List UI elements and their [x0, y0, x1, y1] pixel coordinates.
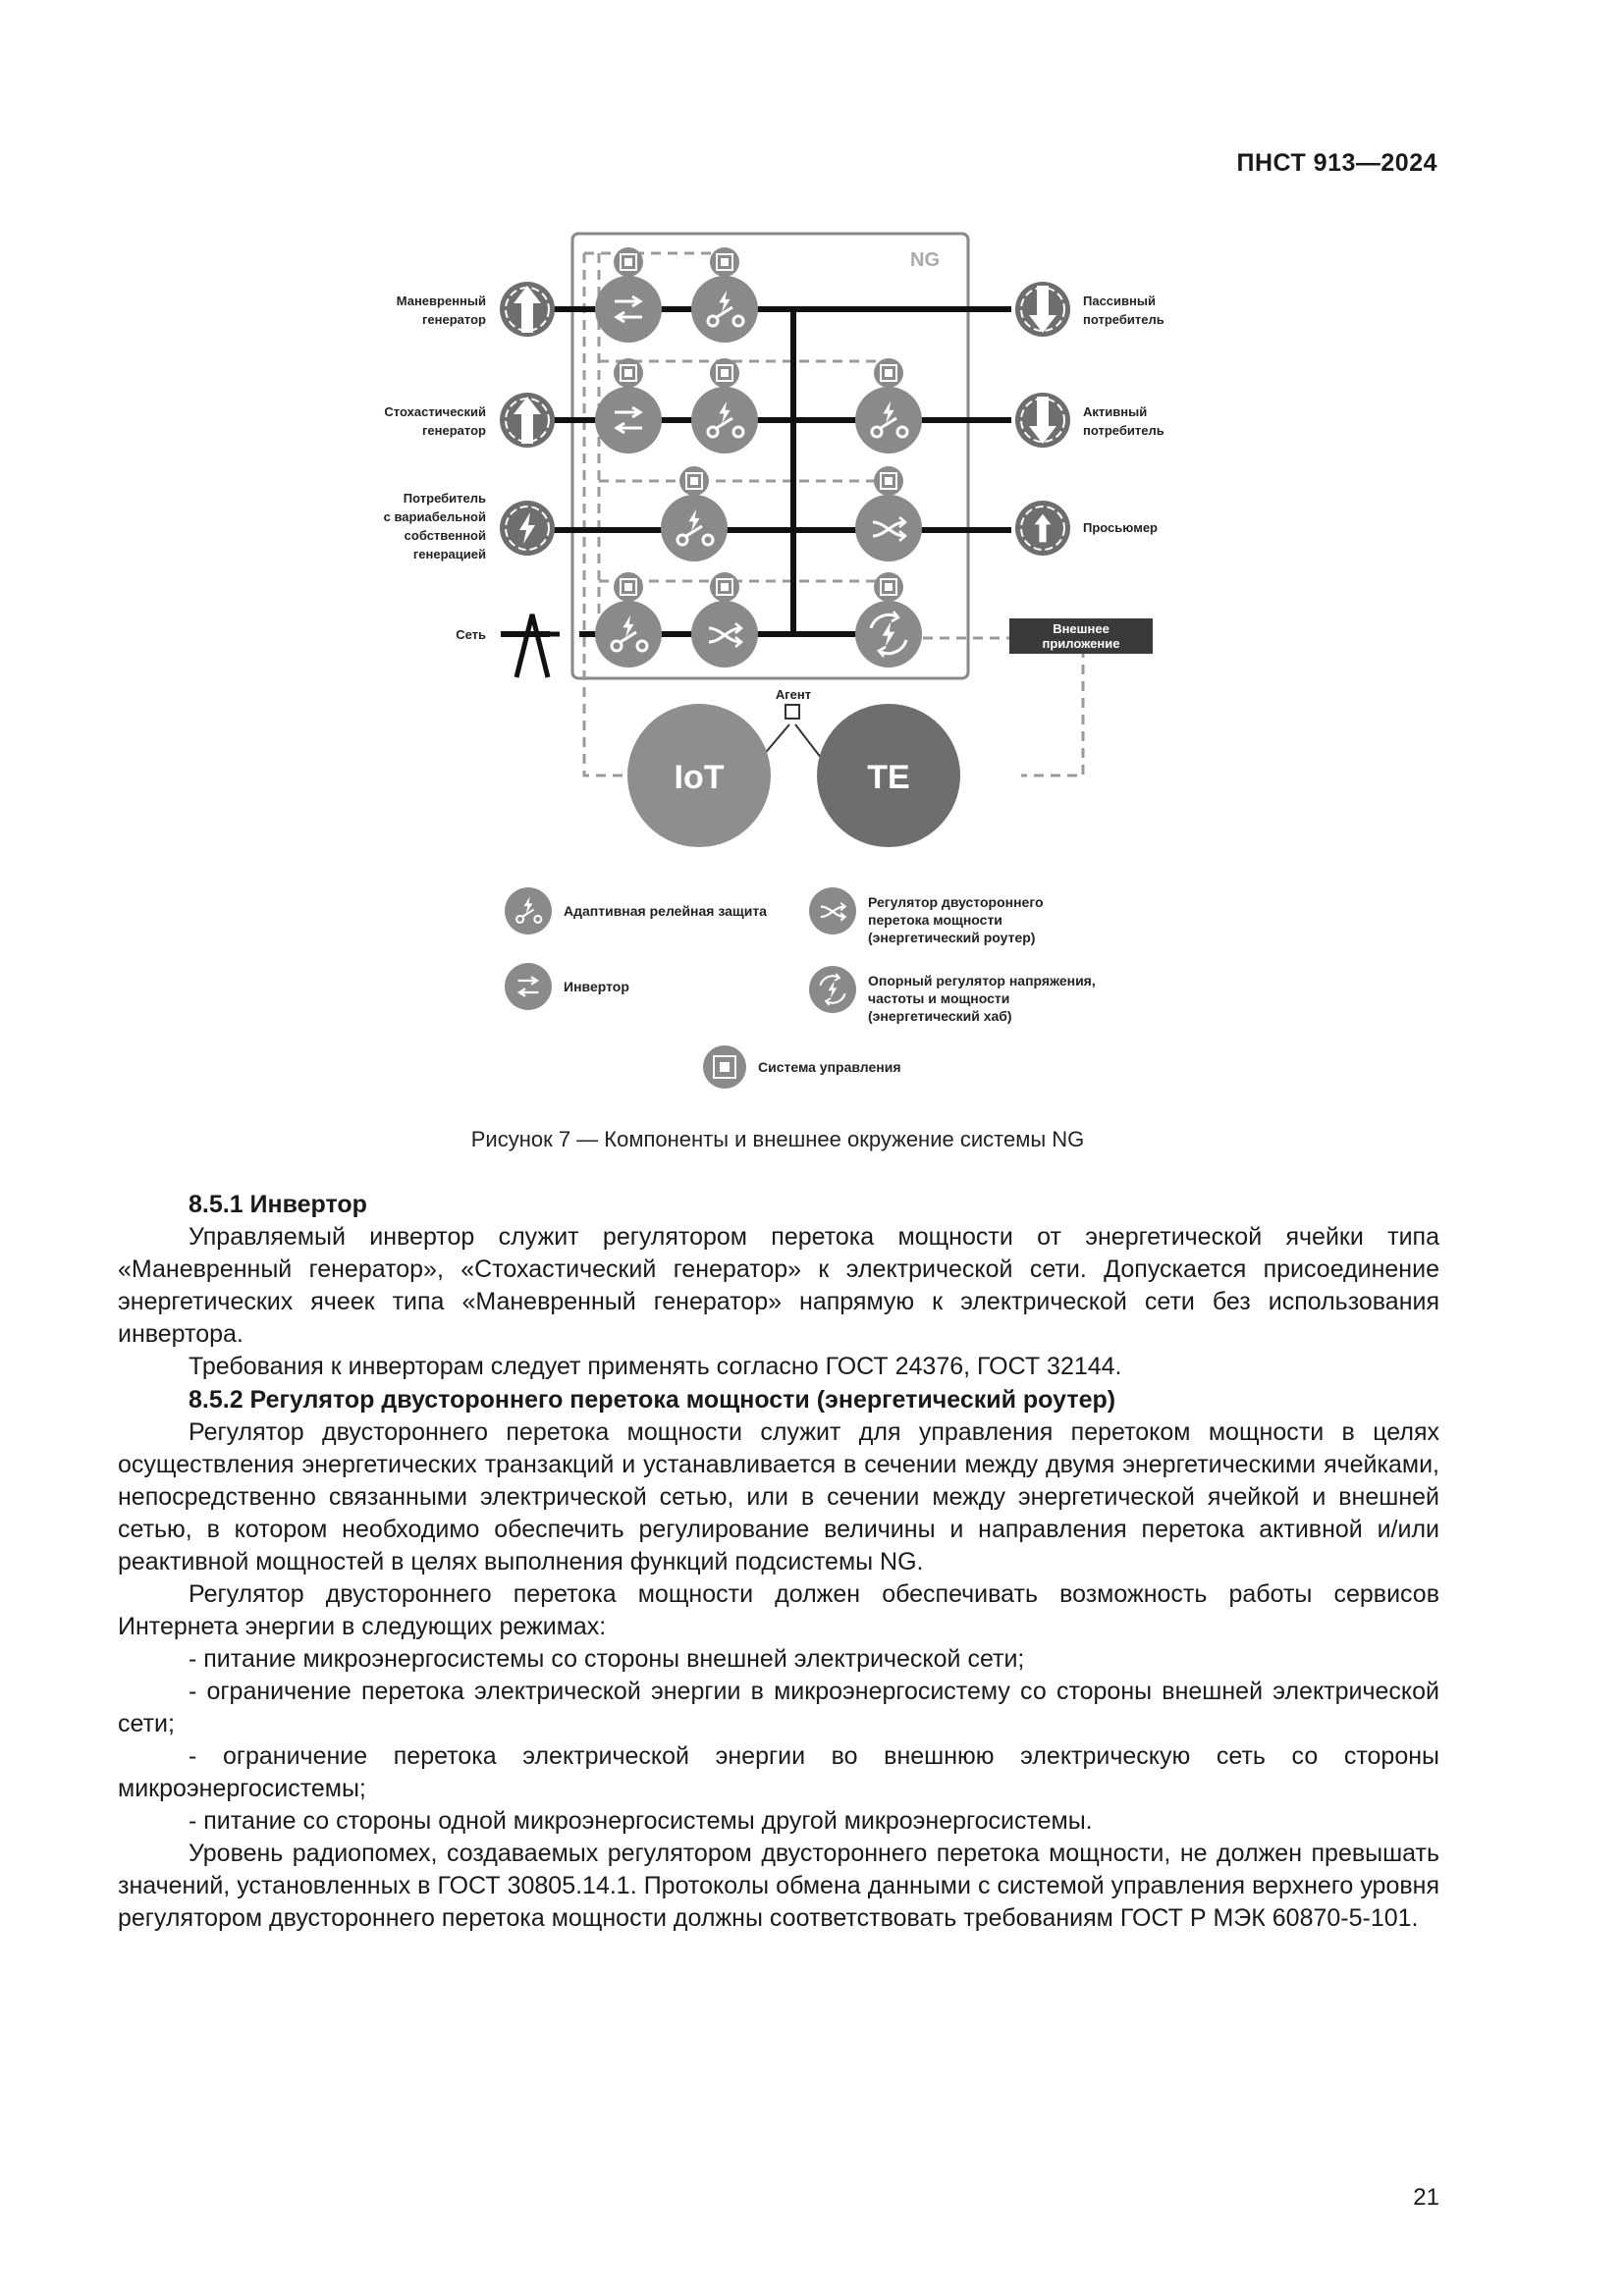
legend-hub-label: Опорный регулятор напряжения,частоты и м…	[868, 973, 1096, 1024]
paragraph: Регулятор двустороннего перетока мощност…	[118, 1580, 1439, 1640]
legend-relay-icon	[505, 887, 552, 934]
grid-pylon-icon	[503, 614, 560, 678]
figure-caption: Рисунок 7 — Компоненты и внешнее окружен…	[470, 1127, 1085, 1151]
body-text: 8.5.1 Инвертор Управляемый инвертор служ…	[118, 1188, 1439, 1935]
inverter-node	[595, 276, 662, 343]
page-number: 21	[1413, 2184, 1439, 2211]
legend: Адаптивная релейная защита Инвертор Регу…	[505, 887, 1096, 1089]
relay-node	[691, 276, 758, 343]
router-node	[855, 495, 922, 561]
control-chip-icon	[873, 357, 904, 389]
power-bus	[501, 306, 1011, 637]
document-code: ПНСТ 913—2024	[1236, 149, 1437, 177]
te-node: TE	[817, 704, 960, 847]
paragraph: Уровень радиопомех, создаваемых регулято…	[118, 1840, 1439, 1932]
control-chip-icon	[873, 571, 904, 603]
control-chip-icon	[613, 357, 644, 389]
cell-active-consumer	[1015, 393, 1070, 448]
control-chip-icon	[613, 246, 644, 278]
paragraph: Регулятор двустороннего перетока мощност…	[118, 1418, 1439, 1575]
legend-control-icon	[703, 1045, 746, 1089]
control-chip-icon	[873, 465, 904, 497]
svg-text:TE: TE	[867, 759, 909, 796]
legend-inverter-label: Инвертор	[564, 979, 629, 994]
inverter-node	[595, 387, 662, 454]
list-item: - питание со стороны одной микроэнергоси…	[189, 1807, 1093, 1835]
control-chip-icon	[709, 571, 740, 603]
control-chip-icon	[613, 571, 644, 603]
svg-text:приложение: приложение	[1043, 636, 1120, 651]
paragraph: Управляемый инвертор служит регулятором …	[118, 1223, 1439, 1348]
svg-text:Внешнее: Внешнее	[1053, 621, 1110, 636]
cell-stochastic-generator	[500, 393, 555, 448]
relay-node	[595, 601, 662, 667]
list-item: - ограничение перетока электрической эне…	[118, 1678, 1439, 1737]
relay-node	[691, 387, 758, 454]
cell-variable-consumer	[500, 501, 555, 556]
router-node	[691, 601, 758, 667]
section-heading-852: 8.5.2 Регулятор двустороннего перетока м…	[189, 1386, 1116, 1414]
legend-inverter-icon	[505, 963, 552, 1010]
legend-control-label: Система управления	[758, 1059, 901, 1075]
hub-node	[855, 601, 922, 667]
agent-icon	[785, 704, 800, 720]
relay-node	[661, 495, 728, 561]
control-links	[582, 251, 1085, 777]
control-chip-icon	[709, 246, 740, 278]
ng-frame	[570, 232, 970, 680]
iot-node: IoT	[627, 704, 771, 847]
legend-hub-icon	[809, 966, 856, 1013]
control-chip-icon	[678, 465, 710, 497]
cell-maneuverable-generator	[500, 282, 555, 337]
list-item: - ограничение перетока электрической эне…	[118, 1742, 1439, 1802]
external-application-box: Внешнее приложение	[1009, 618, 1153, 654]
list-item: - питание микроэнергосистемы со стороны …	[189, 1645, 1025, 1673]
cell-prosumer	[1015, 501, 1070, 556]
section-heading-851: 8.5.1 Инвертор	[189, 1191, 367, 1218]
ng-label: NG	[910, 249, 940, 271]
control-chip-icon	[709, 357, 740, 389]
legend-router-icon	[809, 887, 856, 934]
agent-label: Агент	[776, 687, 811, 702]
label-prosumer: Просьюмер	[1083, 520, 1158, 535]
svg-text:IoT: IoT	[675, 759, 725, 796]
paragraph: Требования к инверторам следует применят…	[189, 1353, 1122, 1380]
legend-relay-label: Адаптивная релейная защита	[564, 903, 767, 919]
label-grid: Сеть	[456, 627, 486, 642]
relay-node	[855, 387, 922, 454]
cell-passive-consumer	[1015, 282, 1070, 337]
